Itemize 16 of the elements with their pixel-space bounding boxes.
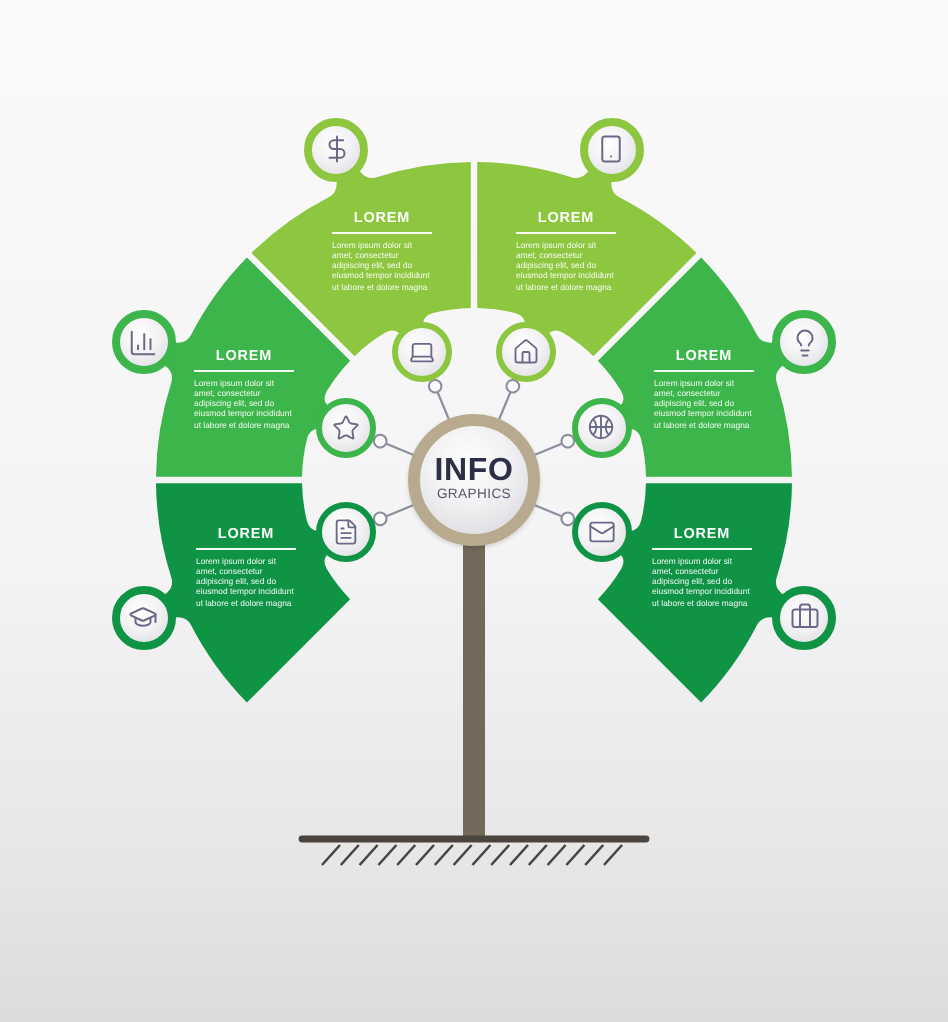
icon-ring: [571, 397, 632, 458]
icon-ring: [391, 322, 452, 383]
hub-circle: [408, 414, 540, 546]
connector-line: [372, 433, 414, 456]
connector-line: [427, 378, 450, 420]
icon-ring: [496, 322, 557, 383]
arc-segment: [152, 480, 354, 706]
connector-line: [534, 504, 576, 527]
icon-ring: [316, 502, 377, 563]
arc-segment: [594, 480, 796, 706]
connector-line: [534, 433, 576, 456]
connector-line: [498, 378, 521, 420]
icon-ring: [571, 502, 632, 563]
hub-title: INFO: [434, 456, 514, 486]
connector-line: [372, 504, 414, 527]
icon-ring: [316, 397, 377, 458]
